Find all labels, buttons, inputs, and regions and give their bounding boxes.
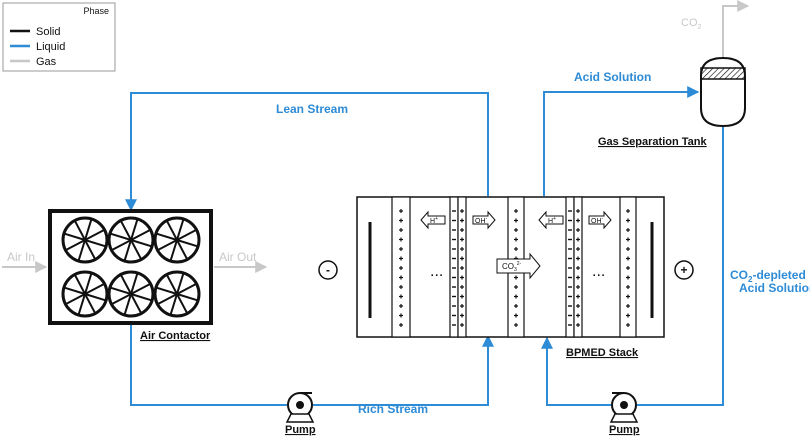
legend-gas-label: Gas [36, 56, 57, 68]
bpmed-stack: - + ... ... H+ OH- H+ OH- CO32- [318, 196, 694, 338]
air-contactor-label: Air Contactor [140, 330, 211, 342]
oh-ion-arrow-1: OH- [472, 210, 496, 230]
svg-text:OH-: OH- [591, 216, 604, 225]
lean-stream-line [125, 92, 489, 212]
lean-stream-label: Lean Stream [276, 102, 348, 116]
svg-text:H+: H+ [430, 216, 438, 225]
fan-2 [107, 216, 155, 264]
air-contactor [48, 209, 213, 325]
fan-3 [153, 216, 201, 264]
fan-5 [107, 270, 155, 318]
h-ion-arrow-2: H+ [538, 210, 564, 230]
co2-depleted-line-a [637, 126, 724, 406]
membrane-2 [449, 196, 459, 338]
positive-electrode-sign: + [680, 263, 687, 277]
fan-1 [61, 216, 109, 264]
acid-solution-line [543, 86, 700, 196]
membrane-6 [573, 196, 583, 338]
svg-text:CO32-: CO32- [502, 261, 522, 273]
pump-left [285, 392, 315, 423]
co2-depleted-label-line1: CO2-depleted [730, 268, 806, 284]
gas-lines [2, 0, 750, 273]
pump-right-label: Pump [609, 424, 640, 436]
legend-title: Phase [83, 6, 109, 16]
contactor-fans [61, 216, 201, 318]
fan-6 [153, 270, 201, 318]
pump-right [609, 392, 639, 423]
membrane-1 [391, 196, 411, 338]
bpmed-stack-label: BPMED Stack [566, 347, 639, 359]
rich-stream-line-b [313, 334, 494, 406]
svg-text:H+: H+ [548, 216, 556, 225]
legend-solid-label: Solid [36, 26, 60, 38]
air-out-label: Air Out [219, 250, 257, 264]
svg-text:OH-: OH- [475, 216, 488, 225]
h-ion-arrow-1: H+ [420, 210, 446, 230]
membrane-3 [457, 196, 467, 338]
membrane-7 [619, 196, 637, 338]
pump-left-label: Pump [285, 424, 316, 436]
phase-legend: Phase Solid Liquid Gas [2, 2, 116, 72]
co2-depleted-line-b [541, 336, 611, 406]
co3-ion-arrow: CO32- [496, 252, 541, 280]
oh-ion-arrow-2: OH- [588, 210, 612, 230]
negative-electrode-terminal [318, 260, 338, 280]
air-in-label: Air In [7, 250, 35, 264]
liquid-lines [125, 86, 724, 406]
ellipsis-right: ... [592, 263, 605, 280]
co2-out-line [722, 0, 750, 57]
gas-separation-tank [700, 56, 746, 128]
gas-separation-tank-label: Gas Separation Tank [598, 136, 707, 148]
positive-electrode-terminal [674, 260, 694, 280]
negative-electrode-sign: - [326, 263, 330, 277]
co2-out-label: CO2 [681, 17, 702, 31]
legend-liquid-label: Liquid [36, 41, 65, 53]
acid-solution-label: Acid Solution [574, 70, 651, 84]
ellipsis-left: ... [430, 263, 443, 280]
fan-4 [61, 270, 109, 318]
rich-stream-line-a [130, 324, 287, 406]
rich-stream-label: Rich Stream [358, 402, 428, 416]
membrane-5 [565, 196, 575, 338]
co2-depleted-label-line2: Acid Solution [739, 281, 810, 295]
